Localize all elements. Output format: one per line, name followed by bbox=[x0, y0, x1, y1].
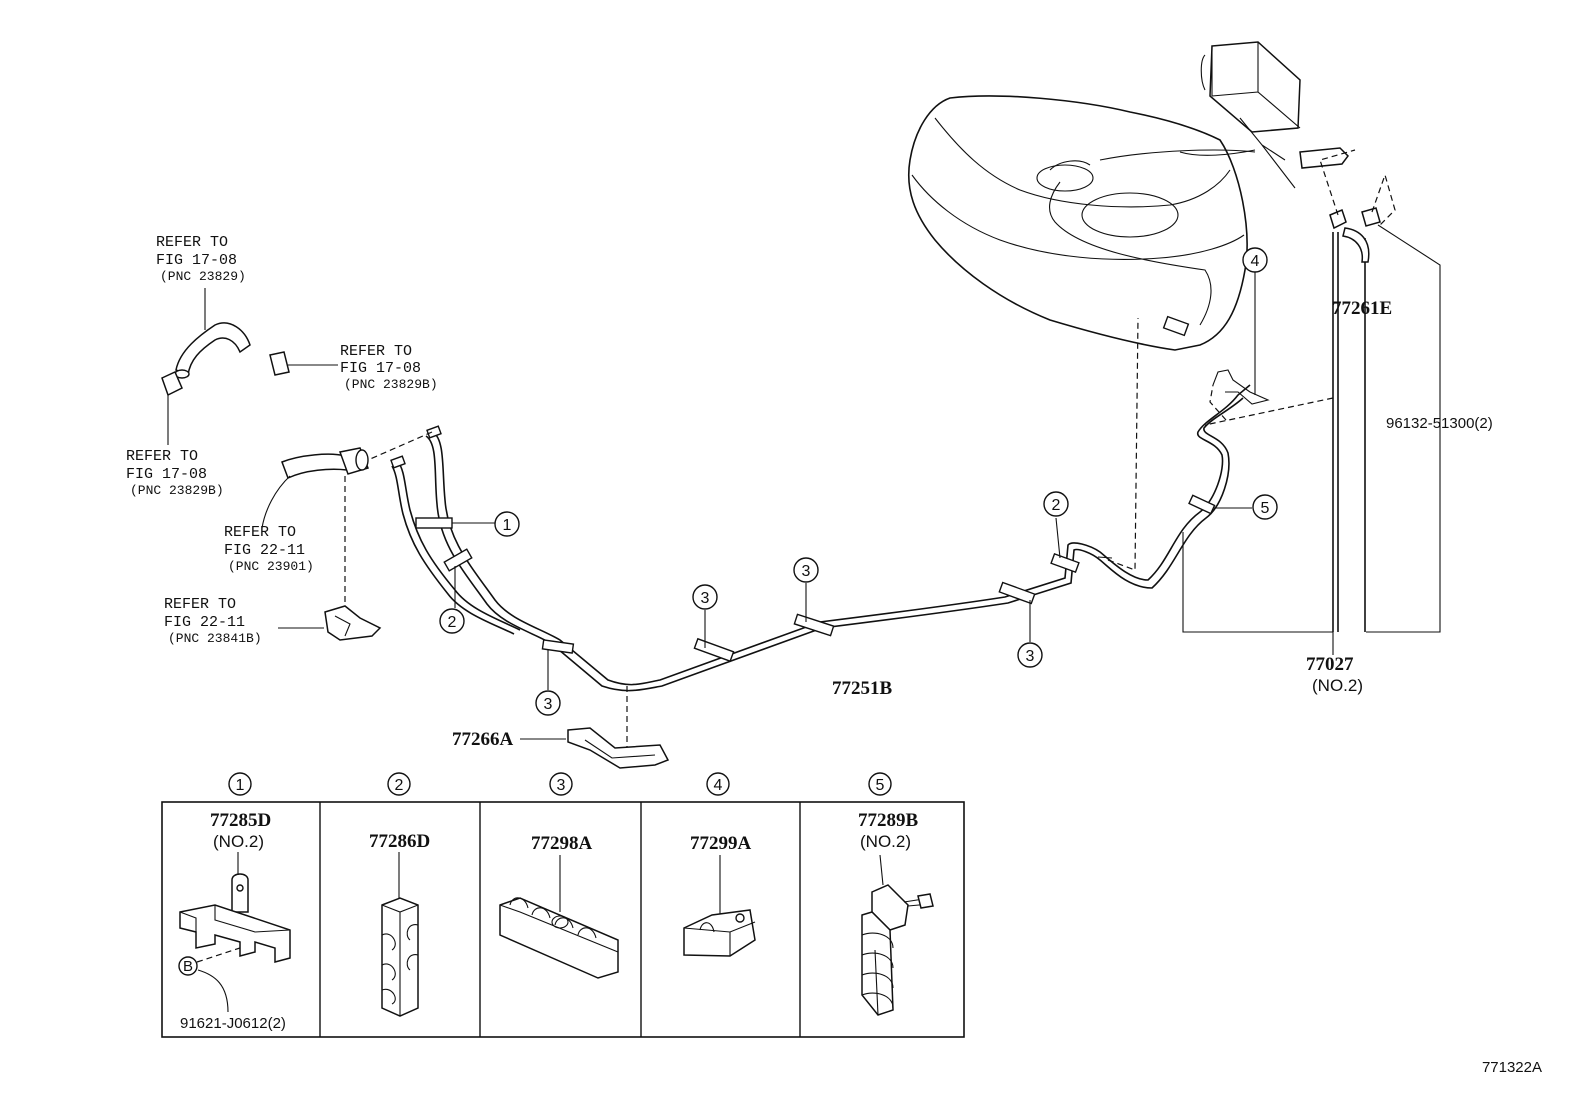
svg-text:REFER TO: REFER TO bbox=[126, 448, 198, 465]
callout-3-d: 3 bbox=[1017, 642, 1043, 668]
callout-4: 4 bbox=[1242, 247, 1268, 273]
reference-note-5: REFER TO FIG 22-11 (PNC 23841B) bbox=[164, 596, 262, 646]
clamp-part-4: 77299A bbox=[690, 833, 752, 854]
reference-note-4: REFER TO FIG 22-11 (PNC 23901) bbox=[224, 524, 314, 574]
hose-upper-left bbox=[161, 288, 338, 445]
callout-5: 5 bbox=[1252, 494, 1278, 520]
svg-text:2: 2 bbox=[1052, 497, 1061, 514]
svg-text:FIG 22-11: FIG 22-11 bbox=[164, 614, 245, 631]
svg-text:(PNC 23829B): (PNC 23829B) bbox=[344, 377, 438, 392]
fuel-tank bbox=[907, 95, 1256, 351]
svg-text:4: 4 bbox=[714, 777, 723, 794]
clamp-1-bolt-marker: B bbox=[183, 958, 193, 975]
svg-text:REFER TO: REFER TO bbox=[164, 596, 236, 613]
clamp-part-1: 77285D bbox=[210, 810, 271, 831]
clamp-col-3-index: 3 bbox=[549, 772, 573, 796]
part-label-tube-vent: 77261E bbox=[1332, 298, 1392, 319]
svg-text:3: 3 bbox=[701, 590, 710, 607]
clamp-1-drawing: B 91621-J0612(2) bbox=[178, 852, 291, 1032]
svg-text:(PNC 23841B): (PNC 23841B) bbox=[168, 631, 262, 646]
svg-text:3: 3 bbox=[802, 563, 811, 580]
clamp-5-drawing bbox=[861, 854, 934, 1016]
callout-3-a: 3 bbox=[535, 690, 561, 716]
clamp-col-2-index: 2 bbox=[387, 772, 411, 796]
part-label-hose-set: 77027 bbox=[1306, 654, 1354, 675]
clamp-col-4-index: 4 bbox=[706, 772, 730, 796]
vent-lines-right bbox=[1182, 149, 1441, 655]
fuel-tube-main bbox=[344, 317, 1270, 750]
part-label-tube-main: 77251B bbox=[832, 678, 893, 699]
svg-text:5: 5 bbox=[876, 777, 885, 794]
callout-2-right: 2 bbox=[1043, 491, 1069, 517]
svg-text:(PNC 23901): (PNC 23901) bbox=[228, 559, 314, 574]
clamp-part-5: 77289B bbox=[858, 810, 919, 831]
clamp-part-3: 77298A bbox=[531, 833, 593, 854]
clamp-col-5-index: 5 bbox=[868, 772, 892, 796]
svg-text:REFER TO: REFER TO bbox=[224, 524, 296, 541]
reference-note-2: REFER TO FIG 17-08 (PNC 23829B) bbox=[340, 343, 438, 392]
svg-text:2: 2 bbox=[448, 614, 457, 631]
svg-text:4: 4 bbox=[1251, 253, 1260, 270]
clamp-sub-1: (NO.2) bbox=[213, 832, 264, 851]
callout-circles: 1 2 2 3 3 3 3 4 bbox=[439, 247, 1278, 716]
svg-text:(PNC 23829): (PNC 23829) bbox=[160, 269, 246, 284]
clamp-4-drawing bbox=[683, 855, 756, 957]
reference-note-1: REFER TO FIG 17-08 (PNC 23829) bbox=[156, 234, 246, 284]
protector-77266A bbox=[520, 727, 670, 769]
svg-text:FIG 17-08: FIG 17-08 bbox=[156, 252, 237, 269]
svg-text:3: 3 bbox=[1026, 648, 1035, 665]
svg-text:(PNC 23829B): (PNC 23829B) bbox=[130, 483, 224, 498]
svg-text:2: 2 bbox=[395, 777, 404, 794]
svg-text:1: 1 bbox=[503, 517, 512, 534]
callout-2-left: 2 bbox=[439, 608, 465, 634]
clamp-3-drawing bbox=[499, 855, 619, 979]
clamp-1-bolt-part: 91621-J0612(2) bbox=[180, 1015, 286, 1032]
svg-text:FIG 17-08: FIG 17-08 bbox=[126, 466, 207, 483]
clamp-sub-5: (NO.2) bbox=[860, 832, 911, 851]
svg-text:REFER TO: REFER TO bbox=[340, 343, 412, 360]
clamp-col-1-index: 1 bbox=[228, 772, 252, 796]
svg-text:5: 5 bbox=[1261, 500, 1270, 517]
figure-code: 771322A bbox=[1482, 1059, 1542, 1076]
callout-leaders bbox=[452, 272, 1256, 690]
charcoal-canister bbox=[1179, 41, 1349, 189]
tube-clamps bbox=[415, 494, 1216, 663]
svg-text:1: 1 bbox=[236, 777, 245, 794]
part-label-hose-set-sub: (NO.2) bbox=[1312, 676, 1363, 695]
callout-1: 1 bbox=[494, 511, 520, 537]
reference-note-3: REFER TO FIG 17-08 (PNC 23829B) bbox=[126, 448, 224, 498]
bracket-left bbox=[278, 605, 382, 641]
filler-neck-hose bbox=[261, 447, 370, 612]
svg-text:FIG 22-11: FIG 22-11 bbox=[224, 542, 305, 559]
part-label-clip: 96132-51300(2) bbox=[1386, 415, 1493, 432]
part-label-protector: 77266A bbox=[452, 729, 514, 750]
svg-text:FIG 17-08: FIG 17-08 bbox=[340, 360, 421, 377]
svg-text:3: 3 bbox=[557, 777, 566, 794]
clamp-part-2: 77286D bbox=[369, 831, 430, 852]
svg-text:3: 3 bbox=[544, 696, 553, 713]
callout-3-b: 3 bbox=[692, 584, 718, 610]
callout-3-c: 3 bbox=[793, 557, 819, 583]
clamp-table: 1 2 3 4 5 77285D (NO.2) 77286D 77298A 77… bbox=[161, 772, 965, 1038]
svg-text:REFER TO: REFER TO bbox=[156, 234, 228, 251]
clamp-2-drawing bbox=[381, 852, 419, 1017]
